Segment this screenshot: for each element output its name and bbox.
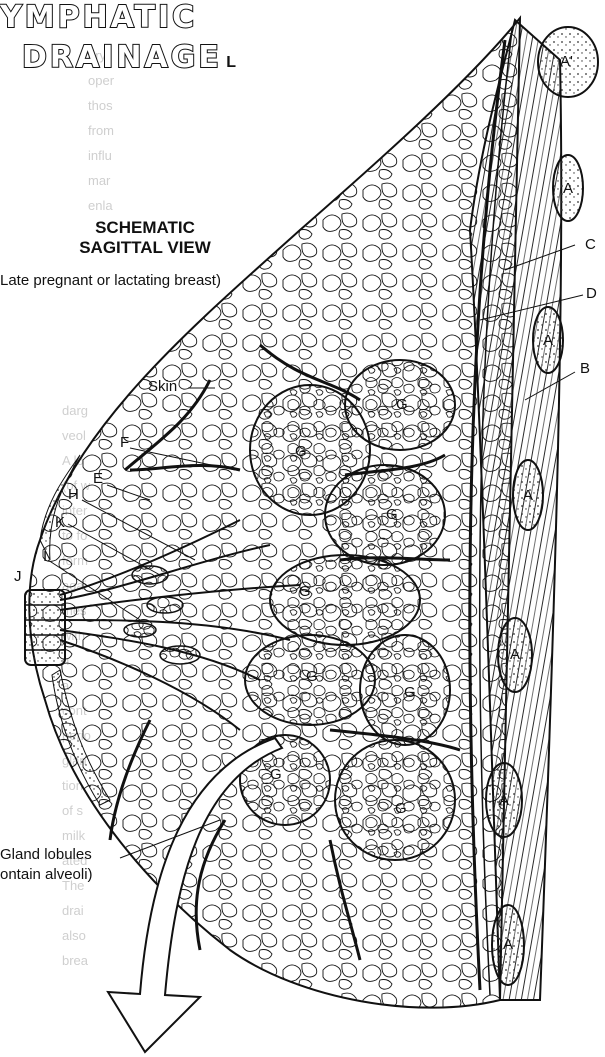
label-G-2: G <box>295 443 307 460</box>
label-G-1: G <box>396 396 408 413</box>
label-I: I <box>43 548 47 565</box>
label-G-4: G <box>299 583 311 600</box>
label-G-7: G <box>395 800 407 817</box>
label-K: K <box>55 514 65 531</box>
label-E: E <box>93 470 103 487</box>
schematic-heading-line-2: SAGITTAL VIEW <box>60 238 230 258</box>
label-H: H <box>68 486 79 503</box>
schematic-heading-line-1: SCHEMATIC <box>60 218 230 238</box>
label-A-1: A <box>563 180 573 197</box>
label-G-6: G <box>404 684 416 701</box>
label-G-5: G <box>306 668 318 685</box>
label-J: J <box>14 568 22 585</box>
title-line-1: YMPHATIC <box>0 0 197 35</box>
schematic-heading: SCHEMATIC SAGITTAL VIEW <box>60 218 230 258</box>
gland-lobules-label: Gland lobules ontain alveoli) <box>0 845 93 885</box>
label-A-6: A <box>503 936 513 953</box>
label-A-5: A <box>499 792 509 809</box>
label-A-prime: A' <box>560 53 573 70</box>
view-caption: Late pregnant or lactating breast) <box>0 272 221 289</box>
label-F: F <box>120 434 129 451</box>
gland-lobules-label-line-1: Gland lobules <box>0 845 93 865</box>
label-A-3: A <box>523 487 533 504</box>
label-A-2: A <box>543 332 553 349</box>
label-C: C <box>585 236 596 253</box>
label-A-4: A <box>510 646 520 663</box>
breast-outline <box>29 18 520 1008</box>
label-G-8: G <box>270 766 282 783</box>
label-skin: Skin <box>148 378 177 395</box>
title-line-2: DRAINAGE <box>22 40 222 75</box>
title-line-2-tail: L <box>226 54 236 71</box>
nipple <box>25 590 65 665</box>
title-line-2-wrap: DRAINAGE L <box>22 40 236 75</box>
gland-lobules-label-line-2: ontain alveoli) <box>0 865 93 885</box>
label-B: B <box>580 360 590 377</box>
label-G-3: G <box>386 506 398 523</box>
label-D: D <box>586 285 597 302</box>
